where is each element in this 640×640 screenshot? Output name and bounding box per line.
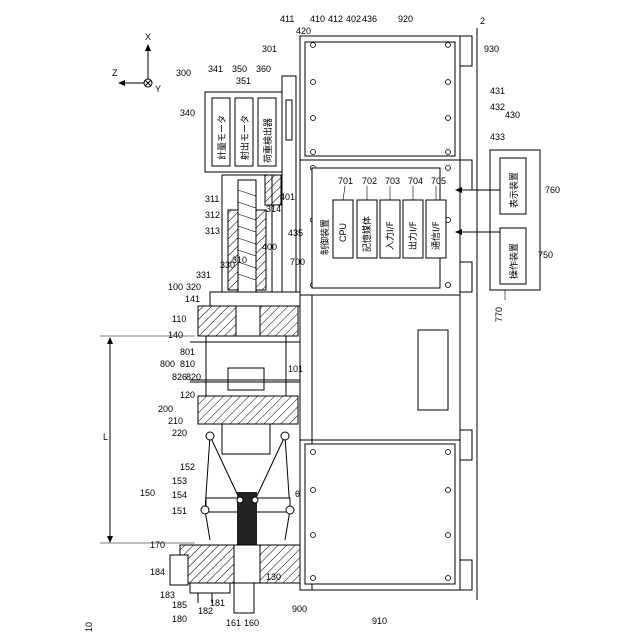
svg-text:910: 910: [372, 616, 387, 626]
svg-text:210: 210: [168, 416, 183, 426]
svg-text:313: 313: [205, 226, 220, 236]
svg-text:154: 154: [172, 490, 187, 500]
svg-text:360: 360: [256, 64, 271, 74]
svg-text:152: 152: [180, 462, 195, 472]
svg-text:170: 170: [150, 540, 165, 550]
svg-text:436: 436: [362, 14, 377, 24]
svg-text:150: 150: [140, 488, 155, 498]
injection-unit: 計量モータ 射出モータ 荷重検出器: [205, 76, 300, 306]
svg-text:153: 153: [172, 476, 187, 486]
svg-text:荷重検出器: 荷重検出器: [262, 118, 274, 163]
svg-text:射出モータ: 射出モータ: [239, 115, 251, 160]
svg-text:700: 700: [290, 257, 305, 267]
svg-text:301: 301: [262, 44, 277, 54]
svg-text:400: 400: [262, 242, 277, 252]
svg-text:930: 930: [484, 44, 499, 54]
svg-text:402: 402: [346, 14, 361, 24]
svg-text:220: 220: [172, 428, 187, 438]
svg-text:900: 900: [292, 604, 307, 614]
svg-text:出力I/F: 出力I/F: [407, 221, 419, 250]
svg-text:341: 341: [208, 64, 223, 74]
svg-text:10: 10: [84, 622, 94, 632]
svg-text:410: 410: [310, 14, 325, 24]
svg-text:311: 311: [205, 194, 219, 204]
svg-text:435: 435: [288, 228, 303, 238]
axis-z-label: Z: [112, 68, 118, 78]
svg-text:300: 300: [176, 68, 191, 78]
axis-x-label: X: [145, 32, 151, 42]
svg-text:操作装置: 操作装置: [508, 243, 520, 279]
svg-text:記憶媒体: 記憶媒体: [361, 216, 373, 252]
svg-text:180: 180: [172, 614, 187, 624]
svg-text:430: 430: [505, 110, 520, 120]
ctrl-id-703: 703: [385, 176, 400, 186]
svg-text:431: 431: [490, 86, 505, 96]
svg-text:160: 160: [244, 618, 259, 628]
svg-text:320: 320: [186, 282, 201, 292]
svg-text:141: 141: [185, 294, 200, 304]
distance-label: L: [103, 432, 108, 442]
svg-text:331: 331: [196, 270, 211, 280]
machine-frame: [300, 28, 477, 600]
svg-text:312: 312: [205, 210, 220, 220]
svg-text:計量モータ: 計量モータ: [216, 115, 228, 160]
operation-id: 750: [538, 250, 553, 260]
svg-text:340: 340: [180, 108, 195, 118]
svg-text:401: 401: [280, 192, 295, 202]
svg-text:801: 801: [180, 347, 195, 357]
axis-y-label: Y: [155, 84, 161, 94]
svg-text:CPU: CPU: [338, 223, 348, 242]
ctrl-id-705: 705: [431, 176, 446, 186]
svg-text:800: 800: [160, 359, 175, 369]
controller-label: 制御装置: [319, 219, 331, 255]
svg-text:826: 826: [172, 372, 187, 382]
svg-text:183: 183: [160, 590, 175, 600]
svg-text:120: 120: [180, 390, 195, 400]
svg-text:412: 412: [328, 14, 343, 24]
svg-text:入力I/F: 入力I/F: [384, 221, 396, 250]
svg-text:110: 110: [172, 314, 186, 324]
ctrl-id-702: 702: [362, 176, 377, 186]
svg-text:185: 185: [172, 600, 187, 610]
svg-text:通信I/F: 通信I/F: [430, 221, 442, 250]
svg-text:810: 810: [180, 359, 195, 369]
svg-text:101: 101: [288, 364, 303, 374]
svg-text:351: 351: [236, 76, 251, 86]
unit-770-id: 770: [494, 307, 504, 322]
svg-text:151: 151: [172, 506, 187, 516]
svg-text:表示装置: 表示装置: [508, 172, 520, 208]
svg-text:330: 330: [220, 260, 235, 270]
svg-text:100: 100: [168, 282, 183, 292]
svg-text:411: 411: [280, 14, 294, 24]
svg-text:314: 314: [266, 204, 281, 214]
svg-text:θ: θ: [295, 489, 300, 499]
svg-text:2: 2: [480, 16, 485, 26]
axis-indicator: X Z Y: [112, 32, 161, 94]
svg-text:200: 200: [158, 404, 173, 414]
controller-block: 制御装置 CPU 記憶媒体 入力I/F 出力I/F 通信I/F 701 702 …: [312, 168, 446, 288]
svg-text:820: 820: [186, 372, 201, 382]
svg-text:140: 140: [168, 330, 183, 340]
svg-text:350: 350: [232, 64, 247, 74]
svg-text:420: 420: [296, 26, 311, 36]
display-id: 760: [545, 185, 560, 195]
svg-text:432: 432: [490, 102, 505, 112]
svg-text:920: 920: [398, 14, 413, 24]
svg-text:184: 184: [150, 567, 165, 577]
svg-text:181: 181: [210, 598, 225, 608]
ctrl-id-701: 701: [338, 176, 353, 186]
svg-text:161: 161: [226, 618, 241, 628]
ctrl-id-704: 704: [408, 176, 423, 186]
svg-text:433: 433: [490, 132, 505, 142]
svg-text:130: 130: [266, 572, 281, 582]
